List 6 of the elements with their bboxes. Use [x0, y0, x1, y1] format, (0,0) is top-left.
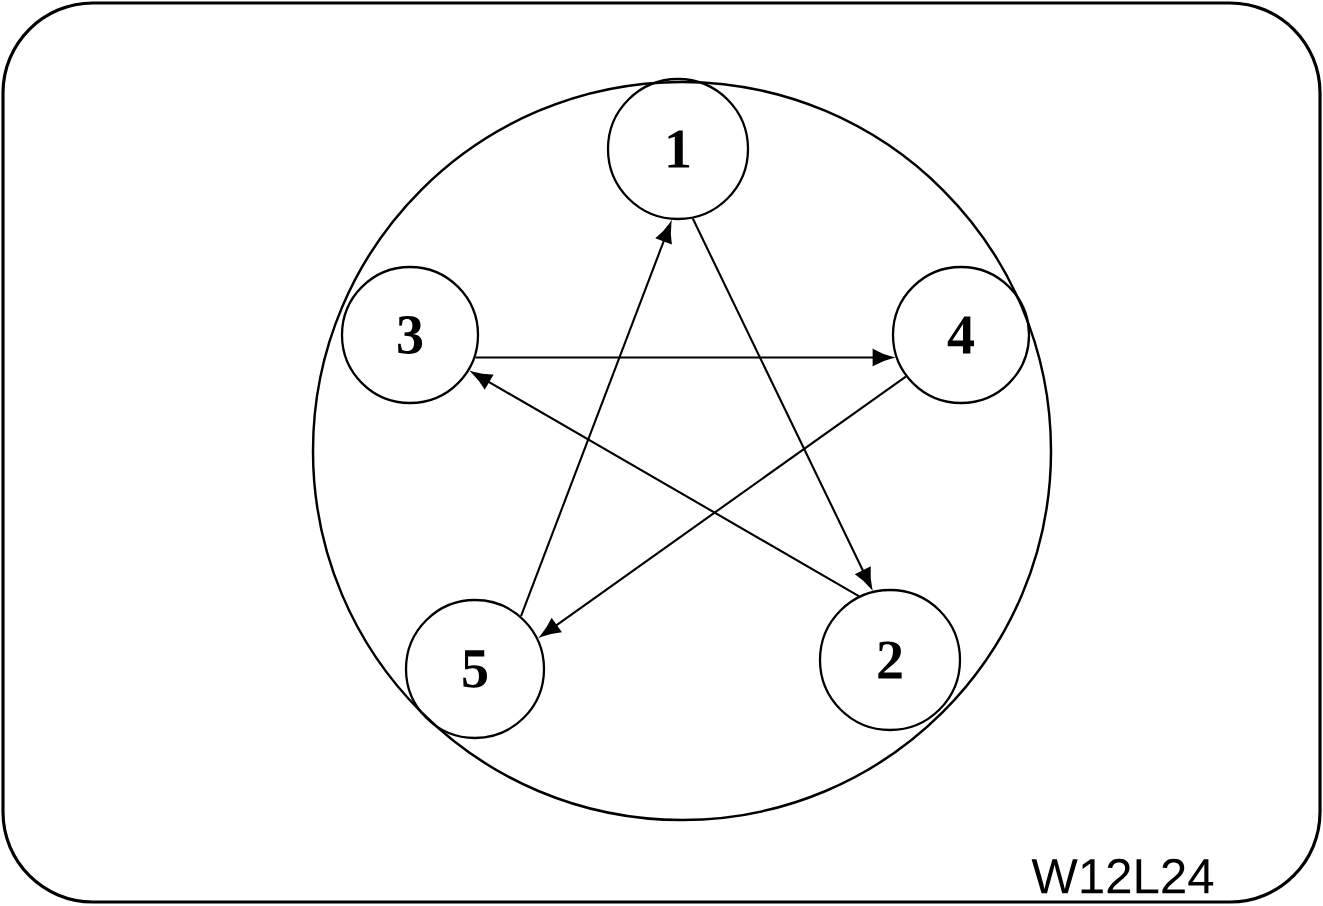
figure-code: W12L24 [1031, 858, 1214, 894]
arrow [691, 218, 873, 589]
arrow [520, 222, 672, 617]
arrow [540, 375, 907, 637]
outer-circle [311, 80, 1053, 822]
arrow [471, 371, 860, 597]
